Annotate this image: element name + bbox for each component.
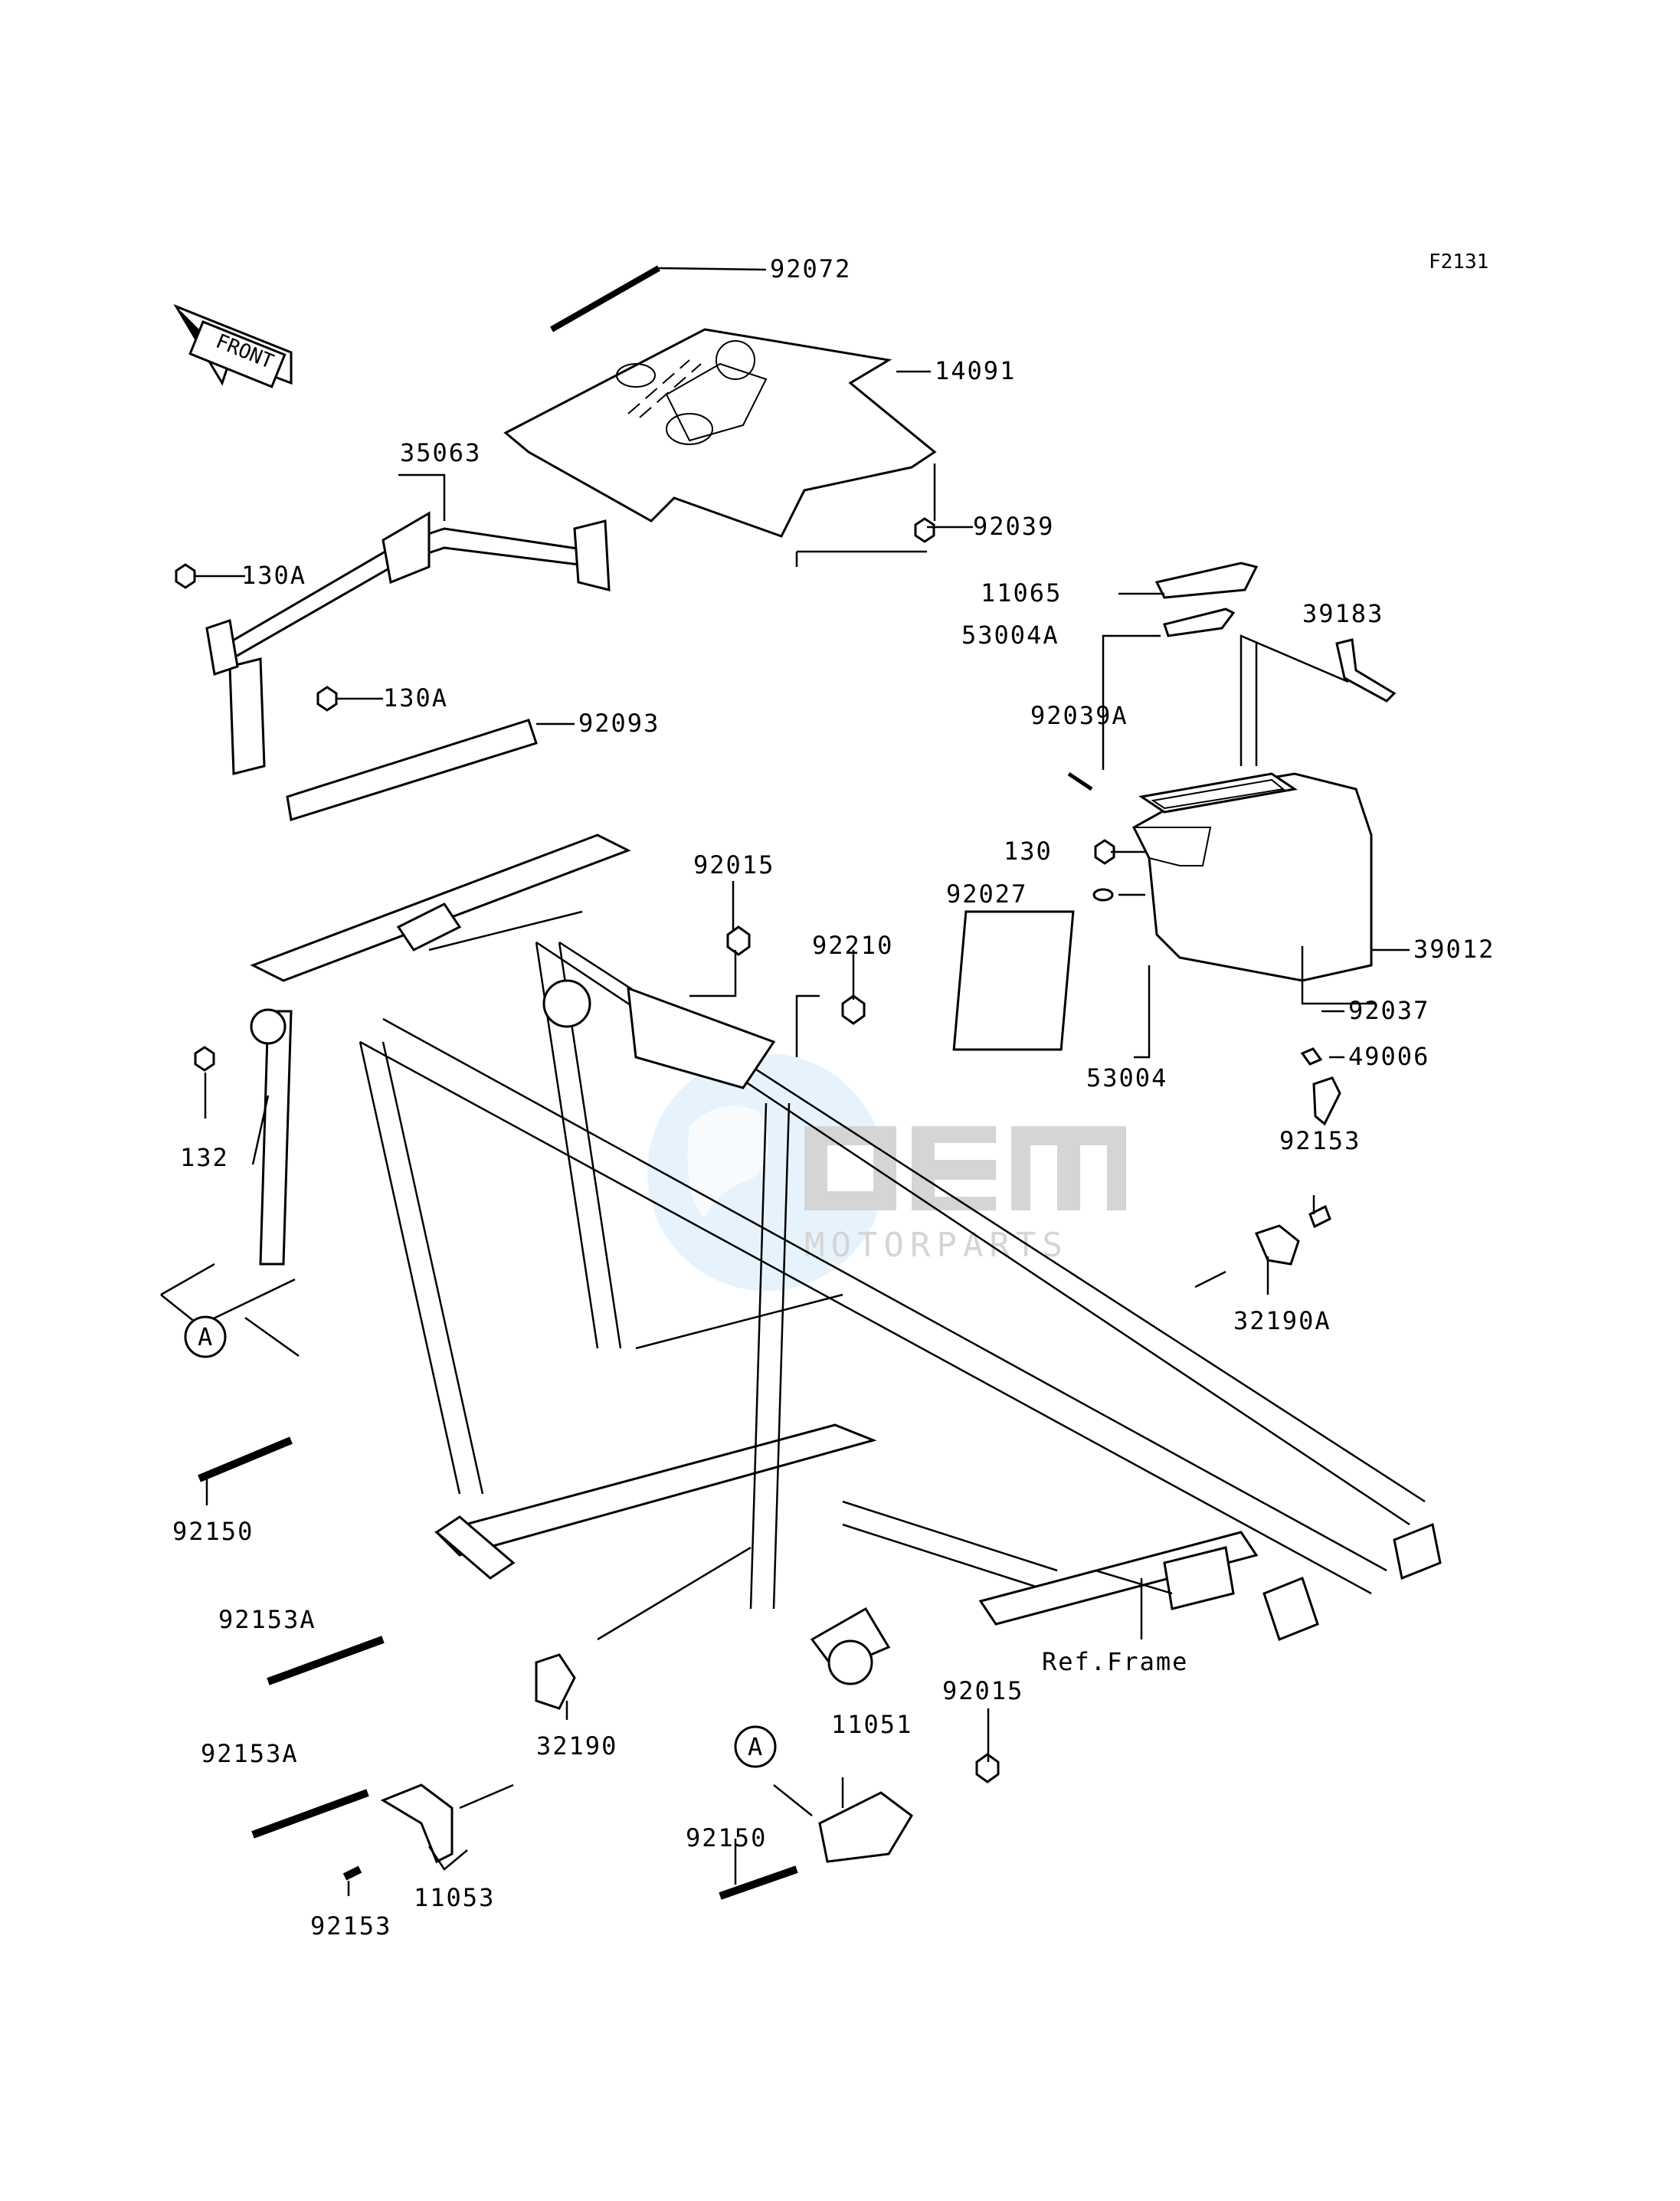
nut-92039 (914, 517, 935, 543)
nut-92210 (841, 994, 866, 1025)
part-labels: 92072 14091 92039 35063 130A 130A 92093 … (172, 254, 1495, 1941)
part-label-92027: 92027 (946, 879, 1027, 909)
bolt-130A-1 (175, 563, 196, 589)
callout-a-2 (734, 1725, 777, 1768)
bolt-92150-1 (198, 1436, 293, 1482)
figure-code: F2131 (1429, 251, 1488, 273)
bolt-92150-2 (719, 1865, 798, 1900)
part-label-11051: 11051 (831, 1710, 912, 1739)
part-label-92153-1: 92153 (1279, 1126, 1361, 1155)
lid-11065 (1154, 562, 1259, 599)
part-label-35063: 35063 (400, 438, 481, 467)
part-label-92015-1: 92015 (693, 850, 775, 879)
nut-92015-1 (726, 925, 751, 956)
bar-92093 (286, 719, 538, 821)
callout-a-2-label: A (748, 1732, 764, 1761)
front-arrow-icon: FRONT (173, 303, 293, 388)
pin-92039A (1067, 771, 1093, 791)
bolt-132 (194, 1046, 215, 1072)
clip-92037 (1300, 1047, 1323, 1066)
part-label-130A-2: 130A (383, 683, 448, 712)
part-label-130: 130 (1004, 837, 1053, 866)
bolt-92153A-1 (267, 1636, 385, 1685)
washer-92027 (1092, 888, 1114, 902)
part-label-53004A: 53004A (961, 621, 1059, 650)
bolt-92153A-2 (251, 1789, 369, 1839)
part-label-92072: 92072 (770, 254, 851, 283)
bracket-35063 (205, 511, 611, 775)
part-label-14091: 14091 (935, 356, 1016, 385)
label-53004 (952, 910, 1075, 1051)
plate-32190 (535, 1653, 576, 1710)
leader-lines (160, 267, 1410, 1896)
watermark-subtitle: MOTORPARTS (804, 1226, 1069, 1265)
part-label-92210: 92210 (812, 931, 893, 960)
hardware (175, 517, 1397, 1900)
ref-frame-label: Ref.Frame (1042, 1647, 1188, 1676)
callout-a-1-label: A (198, 1322, 214, 1351)
frame (250, 834, 1442, 1685)
part-label-92153A-1: 92153A (218, 1605, 316, 1634)
part-label-92153-2: 92153 (310, 1911, 391, 1941)
part-label-49006: 49006 (1348, 1042, 1429, 1071)
part-label-39012: 39012 (1413, 935, 1495, 964)
skid-plate-14091 (503, 328, 937, 538)
oem-watermark: MOTORPARTS (647, 1053, 1126, 1291)
bolt-130 (1094, 839, 1115, 865)
part-label-92093: 92093 (578, 709, 660, 738)
bracket-11053 (380, 1783, 454, 1864)
bolt-92153-2 (342, 1865, 362, 1881)
part-label-92150-2: 92150 (686, 1823, 767, 1852)
part-label-92037: 92037 (1348, 996, 1429, 1025)
part-label-92153A-2: 92153A (201, 1739, 299, 1768)
part-label-92015-2: 92015 (942, 1676, 1023, 1705)
clamp-39183 (1335, 638, 1397, 703)
part-label-132: 132 (180, 1143, 229, 1172)
callout-a-1 (184, 1315, 227, 1358)
cap-49006 (1312, 1076, 1341, 1126)
bolt-130A-2 (316, 686, 338, 712)
tool-box-39012 (1132, 772, 1373, 982)
part-label-92039: 92039 (973, 512, 1054, 541)
part-label-11065: 11065 (981, 578, 1062, 608)
part-label-32190A: 32190A (1233, 1306, 1331, 1335)
strap-92072 (550, 265, 660, 332)
bolt-92153-1 (1308, 1204, 1331, 1229)
part-label-130A-1: 130A (241, 561, 306, 590)
part-label-32190: 32190 (536, 1731, 617, 1760)
pad-53004A (1163, 608, 1236, 637)
part-label-92039A: 92039A (1030, 701, 1128, 730)
bracket-11051 (818, 1791, 913, 1863)
part-label-92150-1: 92150 (172, 1517, 254, 1546)
plate-32190A (1254, 1224, 1300, 1266)
part-label-39183: 39183 (1302, 599, 1384, 628)
part-label-53004: 53004 (1086, 1063, 1167, 1092)
part-label-11053: 11053 (414, 1883, 495, 1912)
